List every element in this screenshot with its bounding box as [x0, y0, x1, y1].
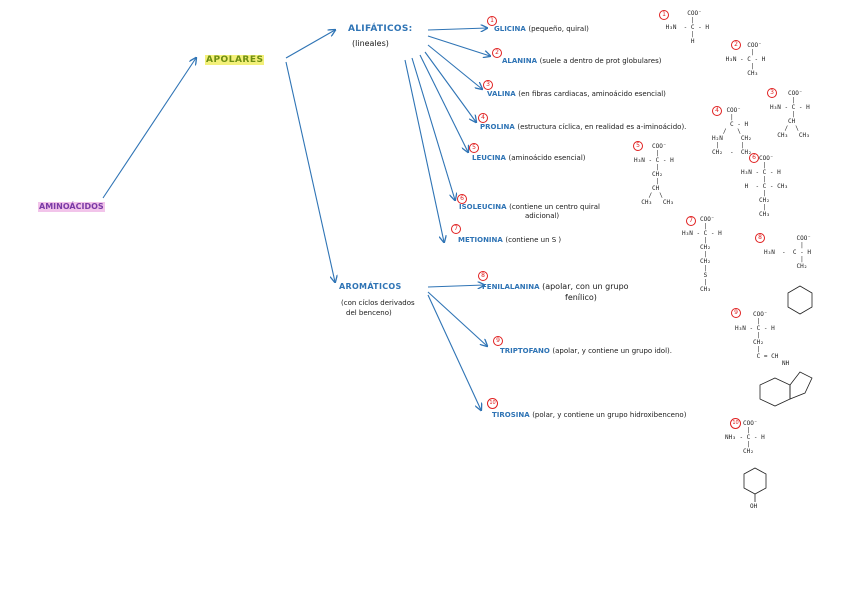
badge-alanina: 2 [492, 48, 502, 58]
badge-tirosina: 10 [487, 398, 498, 409]
badge-glicina: 1 [487, 16, 497, 26]
aa-tirosina: TIROSINA (polar, y contiene un grupo hid… [492, 410, 686, 420]
arrow-alif-isoleucina [411, 57, 455, 200]
aa-desc: (pequeño, quiral) [528, 25, 589, 33]
aa-desc: (aminoácido esencial) [508, 154, 586, 162]
aa-alanina: ALANINA (suele a dentro de prot globular… [502, 56, 661, 66]
aa-desc: (suele a dentro de prot globulares) [539, 57, 662, 65]
structure-glicina: COO⁻ | H₃N - C - H | H [665, 10, 709, 45]
struct-badge-9: 9 [731, 308, 741, 318]
badge-fenilalanina: 8 [478, 271, 488, 281]
structure-tirosina-oh: OH [750, 503, 758, 510]
aa-desc: (apolar, y contiene un grupo idol). [552, 347, 672, 355]
aa-desc-1: (contiene un centro quiral [509, 203, 600, 211]
struct-badge-2: 2 [731, 40, 741, 50]
struct-badge-4: 4 [712, 106, 722, 116]
aa-desc: (contiene un S ) [505, 236, 562, 244]
structure-alanina: COO⁻ | H₃N - C - H | CH₃ [725, 42, 766, 77]
apolares-label: APOLARES [205, 55, 265, 65]
struct-badge-1: 1 [659, 10, 669, 20]
aa-isoleucina: ISOLEUCINA (contiene un centro quiral [459, 202, 600, 212]
aa-prolina: PROLINA (estructura cíclica, en realidad… [480, 122, 686, 132]
structure-leucina: COO⁻ | H₃N - C - H | CH₂ | CH / \ CH₃ CH… [634, 143, 674, 206]
indole-ring-benzene [759, 377, 791, 407]
aa-leucina: LEUCINA (aminoácido esencial) [472, 153, 586, 163]
aromaticos-label: AROMÁTICOS [339, 282, 402, 291]
aa-glicina: GLICINA (pequeño, quiral) [494, 24, 589, 34]
structure-isoleucina: COO⁻ | H₃N - C - H | H - C - CH₃ | CH₂ |… [741, 155, 788, 218]
aa-name: PROLINA [480, 123, 515, 131]
arrow-alif-valina [427, 44, 482, 89]
aa-desc: (en fibras cardiacas, aminoácido esencia… [518, 90, 666, 98]
aa-metionina: METIONINA (contiene un S ) [458, 235, 561, 245]
badge-triptofano: 9 [493, 336, 503, 346]
arrow-apolares-alifaticos [285, 30, 335, 59]
tyrosine-ring [743, 467, 767, 495]
structure-fenilalanina: COO⁻ | H₃N - C - H | CH₂ [764, 235, 811, 270]
struct-badge-3: 3 [767, 88, 777, 98]
struct-badge-8: 8 [755, 233, 765, 243]
struct-badge-5: 5 [633, 141, 643, 151]
aromaticos-sub-1: (con cíclos derivados [341, 299, 415, 307]
aa-name: GLICINA [494, 25, 526, 33]
phenyl-ring [787, 285, 813, 315]
aa-fenilalanina-desc-2: fenílico) [565, 293, 597, 302]
arrow-alif-leucina [419, 54, 468, 152]
root-label: AMINOÁCIDOS [38, 202, 105, 212]
arrow-alif-metionina [404, 59, 444, 242]
indole-ring-pyrrole [789, 371, 813, 400]
alifaticos-sub: (lineales) [352, 39, 389, 48]
aa-valina: VALINA (en fibras cardiacas, aminoácido … [487, 89, 666, 99]
arrow-arom-fenilalanina [427, 285, 484, 287]
arrow-arom-tirosina [427, 294, 481, 410]
badge-prolina: 4 [478, 113, 488, 123]
aa-isoleucina-desc-2: adicional) [525, 212, 560, 220]
arrow-root-apolares [102, 58, 196, 199]
structure-prolina: COO⁻ | C - H / \ H₂N CH₂ | | CH₂ - CH₂ [712, 107, 752, 156]
aa-name: ISOLEUCINA [459, 203, 507, 211]
structure-tirosina: COO⁻ | NH₃ - C - H | CH₂ [725, 420, 765, 455]
arrow-arom-triptofano [427, 291, 487, 346]
aa-name: ALANINA [502, 57, 538, 65]
structure-valina: COO⁻ | H₃N - C - H | CH / \ CH₃ CH₃ [770, 90, 810, 139]
aa-desc: (polar, y contiene un grupo hidroxibence… [532, 411, 687, 419]
aa-name: LEUCINA [472, 154, 506, 162]
structure-metionina: COO⁻ | H₃N - C - H | CH₂ | CH₂ | S | CH₃ [682, 216, 722, 293]
aa-desc: (estructura cíclica, en realidad es a-im… [517, 123, 687, 131]
aa-name: VALINA [487, 90, 516, 98]
badge-metionina: 7 [451, 224, 461, 234]
aromaticos-sub-2: del benceno) [346, 309, 392, 317]
aa-triptofano: TRIPTOFANO (apolar, y contiene un grupo … [500, 346, 672, 356]
alifaticos-label: ALIFÁTICOS: [348, 24, 413, 34]
struct-badge-10: 10 [730, 418, 741, 429]
aa-name: FENILALANINA [482, 283, 540, 291]
arrow-alif-alanina [427, 35, 490, 56]
aa-fenilalanina: FENILALANINA (apolar, con un grupo [482, 282, 629, 292]
aa-name: TIROSINA [492, 411, 530, 419]
structure-triptofano: COO⁻ | H₃N - C - H | CH₂ | C = CH NH [735, 311, 790, 367]
badge-isoleucina: 6 [457, 194, 467, 204]
struct-badge-7: 7 [686, 216, 696, 226]
struct-badge-6: 6 [749, 153, 759, 163]
badge-valina: 3 [483, 80, 493, 90]
badge-leucina: 5 [469, 143, 479, 153]
aa-desc-1: (apolar, con un grupo [542, 282, 629, 291]
aa-name: METIONINA [458, 236, 503, 244]
arrow-apolares-aromaticos [285, 61, 335, 282]
aa-name: TRIPTOFANO [500, 347, 550, 355]
arrow-alif-glicina [427, 28, 487, 30]
arrow-alif-prolina [424, 51, 476, 122]
